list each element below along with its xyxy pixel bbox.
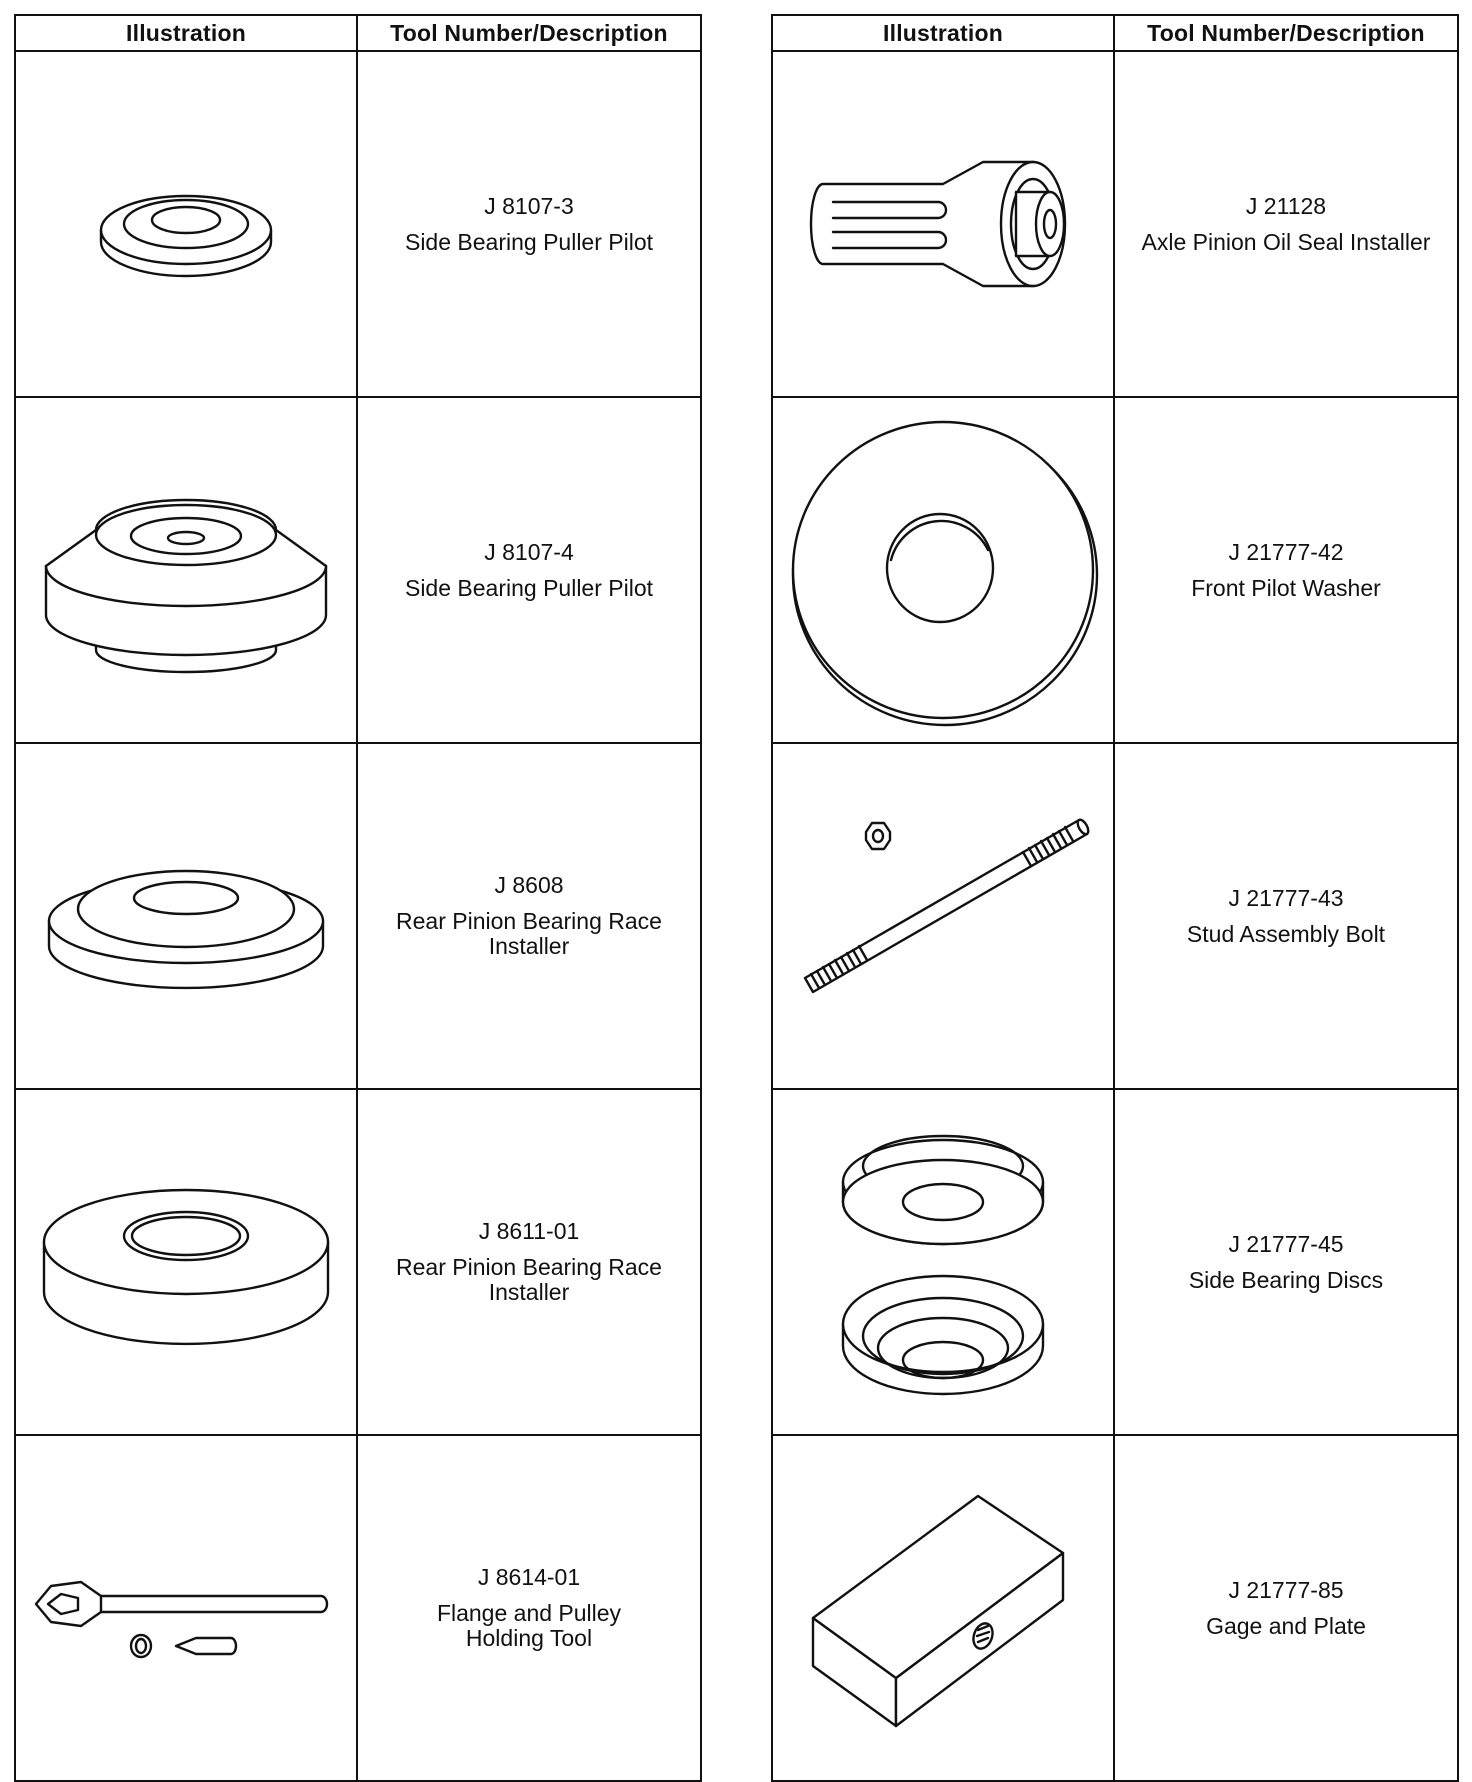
tool-description: Stud Assembly Bolt xyxy=(1186,920,1386,947)
tool-description: Axle Pinion Oil Seal Installer xyxy=(1141,228,1431,255)
table-row: J 8614-01 Flange and Pulley Holding Tool xyxy=(14,1434,702,1782)
tool-number: J 21777-85 xyxy=(1228,1576,1344,1603)
tool-description: Side Bearing Puller Pilot xyxy=(404,574,654,601)
tool-table-left: Illustration Tool Number/Description J 8… xyxy=(14,14,702,1782)
tool-cell: J 8107-3 Side Bearing Puller Pilot xyxy=(356,50,702,398)
tool-description: Front Pilot Washer xyxy=(1191,574,1381,601)
illustration-cell xyxy=(771,50,1115,398)
illustration-cell xyxy=(771,1088,1115,1436)
table-row: J 8608 Rear Pinion Bearing Race Installe… xyxy=(14,742,702,1090)
tool-number: J 21128 xyxy=(1245,192,1327,219)
table-row: J 21777-43 Stud Assembly Bolt xyxy=(771,742,1459,1090)
header-row: Illustration Tool Number/Description xyxy=(771,14,1459,52)
tool-cell: J 21777-42 Front Pilot Washer xyxy=(1113,396,1459,744)
table-row: J 21777-45 Side Bearing Discs xyxy=(771,1088,1459,1436)
tool-number: J 21777-42 xyxy=(1228,538,1344,565)
tool-description: Flange and Pulley Holding Tool xyxy=(436,1600,622,1651)
tool-description: Rear Pinion Bearing Race Installer xyxy=(396,908,662,959)
tool-number: J 8614-01 xyxy=(477,1564,581,1590)
tool-number: J 8107-3 xyxy=(484,192,574,219)
seal-installer-icon xyxy=(809,160,1067,288)
tool-cell: J 21777-45 Side Bearing Discs xyxy=(1113,1088,1459,1436)
illustration-cell xyxy=(14,1088,358,1436)
tool-number: J 8608 xyxy=(494,872,564,898)
illustration-header: Illustration xyxy=(771,14,1115,52)
header-row: Illustration Tool Number/Description xyxy=(14,14,702,52)
tool-cell: J 8107-4 Side Bearing Puller Pilot xyxy=(356,396,702,744)
illustration-cell xyxy=(14,1434,358,1782)
illustration-cell xyxy=(771,396,1115,744)
bearing-discs-icon xyxy=(841,1134,1045,1396)
tool-description: Gage and Plate xyxy=(1206,1612,1366,1639)
tool-number: J 21777-45 xyxy=(1228,1230,1344,1257)
tool-table-right: Illustration Tool Number/Description J xyxy=(771,14,1459,1782)
table-row: J 8611-01 Rear Pinion Bearing Race Insta… xyxy=(14,1088,702,1436)
tool-description: Side Bearing Discs xyxy=(1188,1266,1384,1293)
tool-cell: J 21777-85 Gage and Plate xyxy=(1113,1434,1459,1782)
tool-description: Rear Pinion Bearing Race Installer xyxy=(396,1254,662,1305)
tool-number: J 8107-4 xyxy=(484,538,574,565)
race-installer-disc-icon xyxy=(47,869,325,990)
table-row: J 21777-42 Front Pilot Washer xyxy=(771,396,1459,744)
stepped-pilot-icon xyxy=(44,498,328,674)
table-row: J 21128 Axle Pinion Oil Seal Installer xyxy=(771,50,1459,398)
tool-cell: J 21777-43 Stud Assembly Bolt xyxy=(1113,742,1459,1090)
illustration-header: Illustration xyxy=(14,14,358,52)
tool-number: J 21777-43 xyxy=(1228,884,1344,911)
tool-cell: J 21128 Axle Pinion Oil Seal Installer xyxy=(1113,50,1459,398)
tool-cell: J 8608 Rear Pinion Bearing Race Installe… xyxy=(356,742,702,1090)
pilot-washer-icon xyxy=(791,420,1099,727)
table-row: J 8107-4 Side Bearing Puller Pilot xyxy=(14,396,702,744)
illustration-cell xyxy=(771,1434,1115,1782)
tool-number: J 8611-01 xyxy=(478,1218,580,1244)
tool-header: Tool Number/Description xyxy=(356,14,702,52)
illustration-cell xyxy=(771,742,1115,1090)
pilot-ring-icon xyxy=(99,194,273,278)
tool-description: Side Bearing Puller Pilot xyxy=(404,228,654,255)
illustration-cell xyxy=(14,742,358,1090)
table-row: J 21777-85 Gage and Plate xyxy=(771,1434,1459,1782)
gage-block-icon xyxy=(811,1494,1065,1728)
tool-cell: J 8611-01 Rear Pinion Bearing Race Insta… xyxy=(356,1088,702,1436)
illustration-cell xyxy=(14,396,358,744)
illustration-cell xyxy=(14,50,358,398)
table-row: J 8107-3 Side Bearing Puller Pilot xyxy=(14,50,702,398)
tool-header: Tool Number/Description xyxy=(1113,14,1459,52)
thick-disc-installer-icon xyxy=(42,1188,330,1346)
tool-cell: J 8614-01 Flange and Pulley Holding Tool xyxy=(356,1434,702,1782)
stud-bolt-icon xyxy=(803,818,1090,994)
holding-tool-icon xyxy=(34,1580,329,1659)
